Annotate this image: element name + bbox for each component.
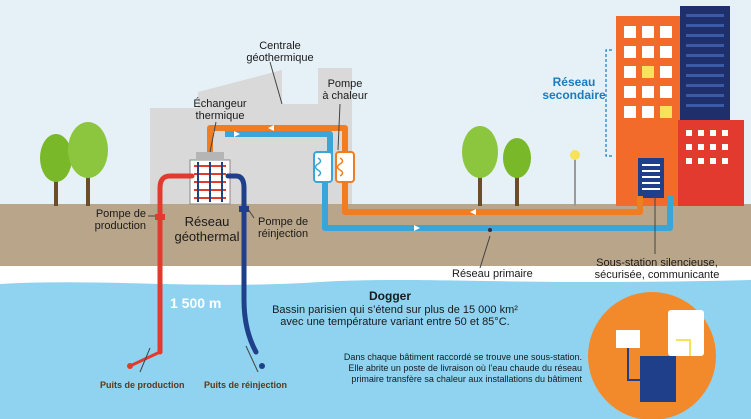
tree-center <box>462 126 531 206</box>
label-pompe-chaleur: Pompe à chaleur <box>322 78 368 102</box>
flow-arrows <box>234 125 476 231</box>
red-building <box>678 120 744 206</box>
reinjection-well-pipe <box>225 173 259 355</box>
label-pompe-production: Pompe de production <box>94 208 146 232</box>
label-pompe-reinjection: Pompe de réinjection <box>258 216 309 240</box>
label-reseau-secondaire: Réseau secondaire <box>542 75 606 102</box>
orange-building <box>616 16 680 206</box>
label-depth: 1 500 m <box>170 295 222 311</box>
label-reseau-primaire: Réseau primaire <box>452 268 533 280</box>
reseau-secondaire-bracket <box>605 49 612 157</box>
label-echangeur: Échangeur thermique <box>193 98 247 122</box>
label-dogger-text: Bassin parisien qui s’étend sur plus de … <box>272 304 518 328</box>
label-dogger-title: Dogger <box>369 289 411 303</box>
street-lamp <box>570 150 580 206</box>
label-reseau-geothermal: Réseau géothermal <box>174 214 240 244</box>
callout-lines <box>139 61 656 373</box>
label-centrale: Centrale géothermique <box>246 40 314 64</box>
aquifer-layer <box>0 266 751 419</box>
label-puits-production: Puits de production <box>100 380 185 390</box>
heat-exchanger <box>189 152 231 205</box>
label-sous-station: Sous-station silencieuse, sécurisée, com… <box>594 257 720 281</box>
aquifer-top-band <box>0 266 751 285</box>
label-puits-reinjection: Puits de réinjection <box>204 380 288 390</box>
production-well-pipe <box>157 173 195 355</box>
reinjection-pump <box>239 206 249 212</box>
tree-left <box>40 122 108 206</box>
label-batiment-text: Dans chaque bâtiment raccordé se trouve … <box>343 352 582 384</box>
heat-pump-unit <box>313 151 355 183</box>
production-pump <box>155 214 165 220</box>
callout-dot-primary <box>488 228 492 232</box>
reinjection-well-bottom <box>259 363 265 369</box>
substation-inset <box>588 292 716 419</box>
